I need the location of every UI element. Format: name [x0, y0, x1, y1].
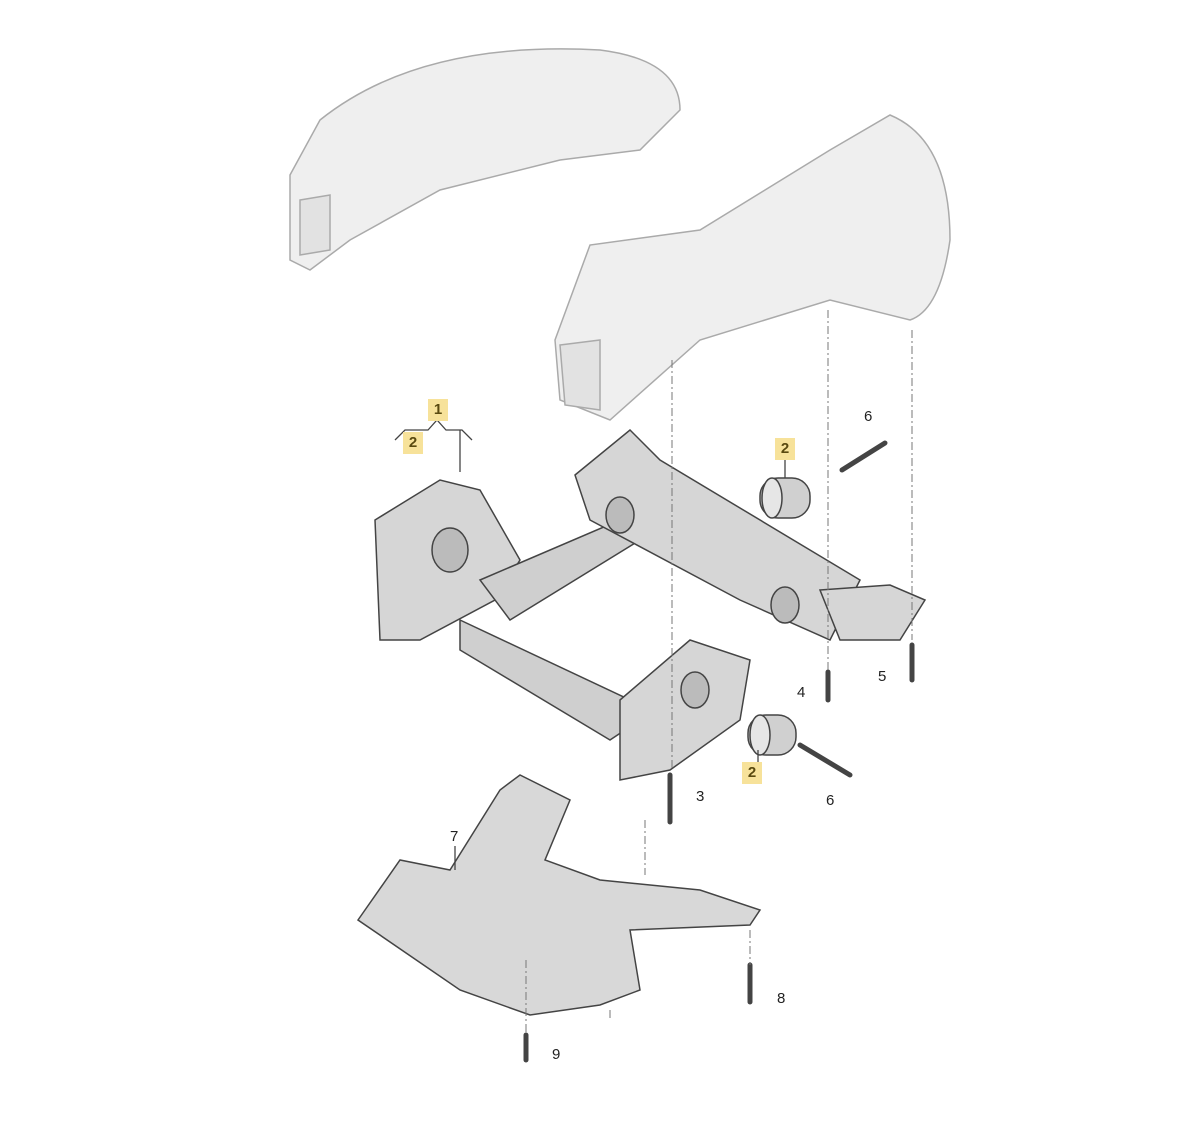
callout-3: 3: [696, 788, 705, 805]
bolts: [523, 440, 915, 1063]
callout-5: 5: [878, 668, 887, 685]
callout-2: 2: [742, 762, 762, 784]
callout-8: 8: [777, 990, 786, 1007]
subframe: [374, 428, 927, 781]
underbody-shield: [356, 774, 762, 1016]
callout-1: 1: [428, 399, 448, 421]
bushings: [747, 477, 811, 756]
leader-lines: [525, 310, 913, 1035]
callout-2: 2: [775, 438, 795, 460]
callout-7: 7: [450, 828, 459, 845]
callout-9: 9: [552, 1046, 561, 1063]
callout-6: 6: [864, 408, 873, 425]
callout-2: 2: [403, 432, 423, 454]
callout-6: 6: [826, 792, 835, 809]
ghost-body-rail-left: [289, 48, 681, 271]
ghost-body-rail-right: [554, 114, 951, 421]
callout-4: 4: [797, 684, 806, 701]
